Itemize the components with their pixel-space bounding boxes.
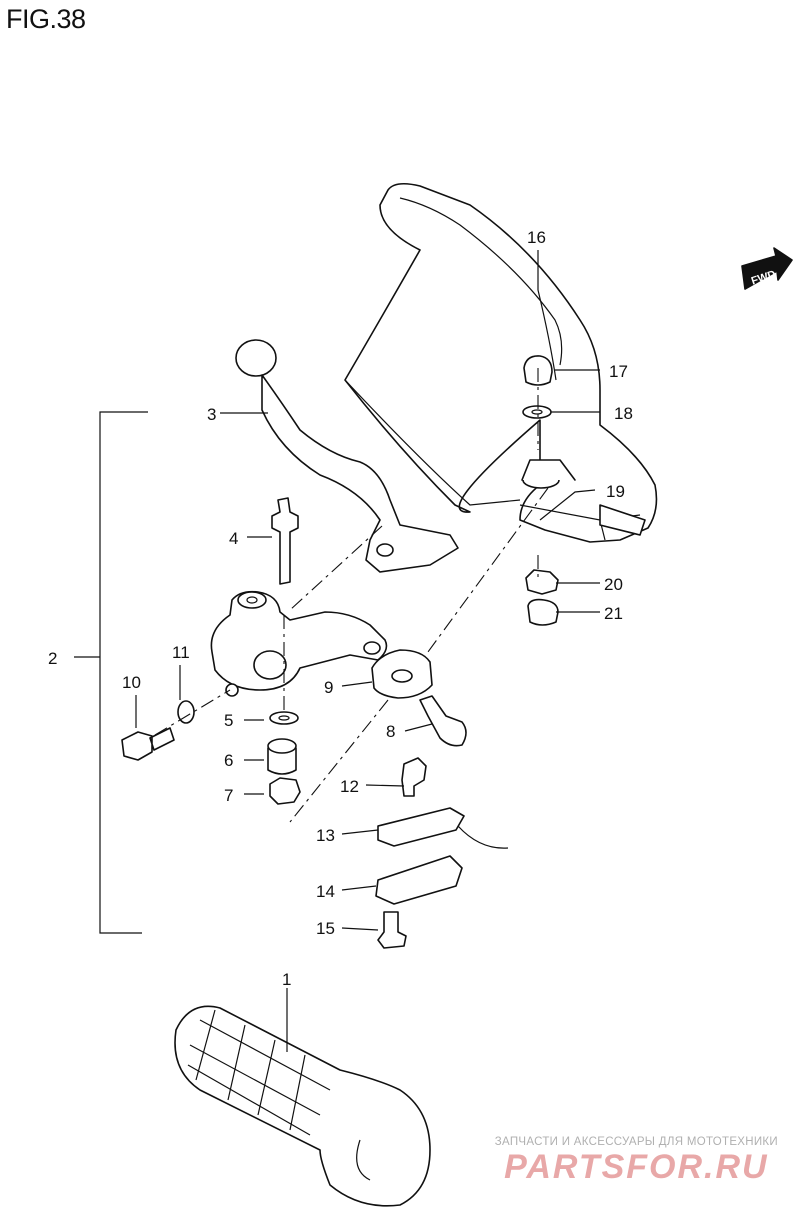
callout-21: 21 xyxy=(604,604,623,623)
callout-11: 11 xyxy=(172,643,190,662)
figure-title: FIG.38 xyxy=(6,4,86,34)
leaders xyxy=(135,250,600,1052)
part-14-switch-cover xyxy=(375,855,463,905)
callout-7: 7 xyxy=(224,786,233,805)
callout-12: 12 xyxy=(340,777,359,796)
alignment-line-b xyxy=(424,487,549,657)
watermark-brand-logo: PARTSFOR.RU xyxy=(504,1148,769,1186)
part-8-bolt xyxy=(419,695,467,747)
assembly-bracket xyxy=(74,411,148,934)
part-12-clip xyxy=(401,757,427,797)
part-5-washer xyxy=(269,711,299,725)
part-13-switch-plate xyxy=(377,807,509,849)
part-21-cap-nut xyxy=(527,598,559,626)
callout-16: 16 xyxy=(527,228,546,247)
callout-13: 13 xyxy=(316,826,335,845)
watermark-tagline: ЗАПЧАСТИ И АКСЕССУАРЫ ДЛЯ МОТОТЕХНИКИ xyxy=(494,1136,778,1148)
part-18-washer xyxy=(522,405,552,419)
callout-8: 8 xyxy=(386,722,395,741)
callout-18: 18 xyxy=(614,404,633,423)
part-11-washer xyxy=(177,700,195,724)
callout-2: 2 xyxy=(48,649,57,668)
part-1-grip xyxy=(174,1005,431,1207)
callout-5: 5 xyxy=(224,711,233,730)
alignment-line-a xyxy=(289,525,383,611)
part-15-screw xyxy=(377,911,407,949)
part-2-lever-holder xyxy=(210,590,388,697)
callout-19: 19 xyxy=(606,482,625,501)
alignment-line-c xyxy=(289,699,389,823)
fwd-arrow-icon: FWD xyxy=(741,247,793,290)
part-9-adjuster xyxy=(371,649,433,699)
watermark: ЗАПЧАСТИ И АКСЕССУАРЫ ДЛЯ МОТОТЕХНИКИ PA… xyxy=(495,1136,778,1187)
part-16-hand-guard xyxy=(344,182,658,543)
callout-1: 1 xyxy=(282,970,291,989)
part-6-collar xyxy=(267,738,297,775)
callout-14: 14 xyxy=(316,882,335,901)
callout-10: 10 xyxy=(122,673,141,692)
callout-20: 20 xyxy=(604,575,623,594)
part-3-lever xyxy=(235,339,459,573)
part-7-nut xyxy=(269,777,301,805)
callout-9: 9 xyxy=(324,678,333,697)
part-20-nut xyxy=(525,569,559,595)
callout-15: 15 xyxy=(316,919,335,938)
part-4-stud-bolt xyxy=(271,497,299,585)
callout-17: 17 xyxy=(609,362,628,381)
callout-4: 4 xyxy=(229,529,238,548)
callout-6: 6 xyxy=(224,751,233,770)
callout-3: 3 xyxy=(207,405,216,424)
part-10-bolt xyxy=(121,727,175,761)
